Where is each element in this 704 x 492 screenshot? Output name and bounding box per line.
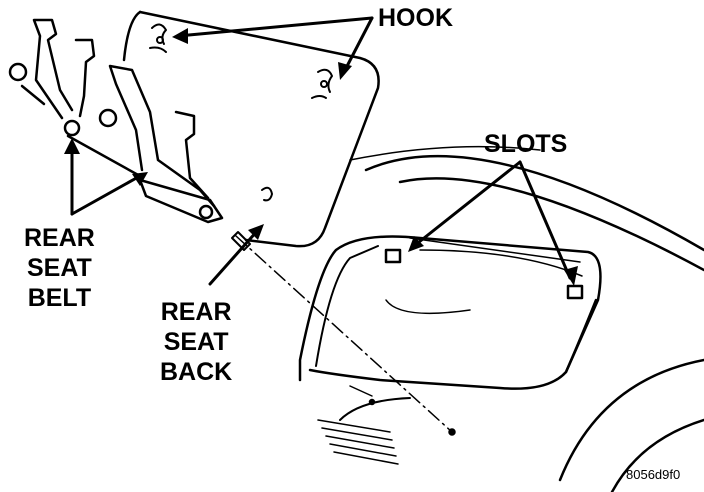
leader-arrows [70,16,572,286]
rear-seat-back-line-3: BACK [160,358,233,386]
arrow-heads [64,28,578,286]
slot-right [566,284,584,300]
rear-seat-belt-line-3: BELT [27,284,92,312]
rear-seat-back-line-1: REAR [160,298,232,326]
slot-left [384,248,402,264]
seat-back-panel [122,10,380,248]
hook-left [149,23,167,53]
label-slots: SLOTS [484,130,568,158]
rear-seat-belt-assembly [8,18,224,224]
hook-bottom [261,186,273,202]
alignment-line [235,235,453,433]
label-hook: HOOK [378,4,453,32]
alignment-clip [231,231,251,251]
trim-hatching [317,419,399,465]
figure-code: 8056d9f0 [626,467,681,482]
rear-seat-belt-line-2: SEAT [27,254,92,282]
hook-right [311,68,333,99]
rear-seat-belt-line-1: REAR [24,224,95,252]
label-rear-seat-belt: REAR SEAT BELT [24,226,95,311]
vehicle-body [298,145,704,492]
label-rear-seat-back: REAR SEAT BACK [160,300,232,385]
rear-seat-back-line-2: SEAT [163,328,229,356]
